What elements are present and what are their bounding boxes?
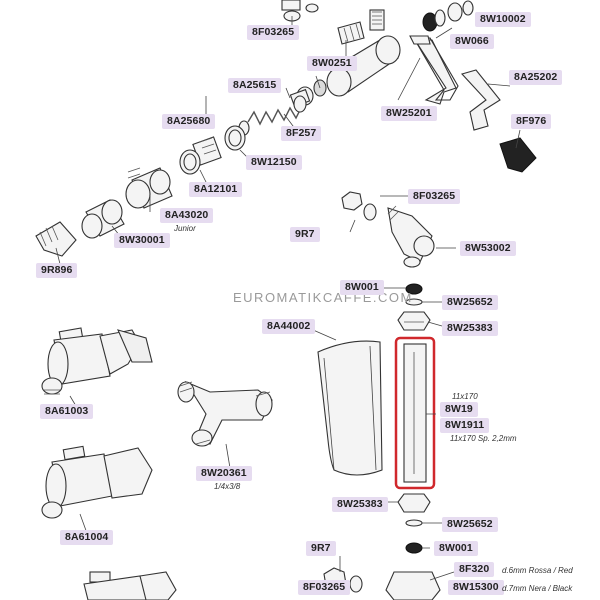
part-label-8F257: 8F257 bbox=[281, 126, 322, 141]
valve-8A61003 bbox=[41, 327, 153, 395]
part-label-8A61004: 8A61004 bbox=[60, 530, 114, 545]
part-label-8F03265-mid: 8F03265 bbox=[408, 189, 461, 204]
part-label-9R896: 9R896 bbox=[36, 263, 78, 278]
nut-8W25383-bottom bbox=[397, 493, 431, 513]
part-label-9R7-bottom: 9R7 bbox=[306, 541, 336, 556]
part-label-8W19: 8W19 bbox=[440, 402, 478, 417]
part-label-8W25652-top: 8W25652 bbox=[442, 295, 498, 310]
watermark: EUROMATIKCAFFE.COM bbox=[233, 290, 413, 305]
part-label-8A25202: 8A25202 bbox=[509, 70, 563, 85]
part-label-8W25383-top: 8W25383 bbox=[442, 321, 498, 336]
part-label-8F03265-bottom: 8F03265 bbox=[298, 580, 351, 595]
highlight-frame bbox=[394, 336, 436, 490]
ring-8W25652-bottom bbox=[405, 519, 423, 527]
part-label-8W0251: 8W0251 bbox=[307, 56, 357, 71]
valve-body bbox=[289, 9, 401, 108]
nut-8F03265 bbox=[341, 191, 377, 221]
note-size-sp: 11x170 Sp. 2,2mm bbox=[450, 434, 517, 443]
part-label-8W30001: 8W30001 bbox=[114, 233, 170, 248]
part-label-9R7-mid: 9R7 bbox=[290, 227, 320, 242]
part-label-8W1911: 8W1911 bbox=[440, 418, 490, 433]
part-label-8W10002: 8W10002 bbox=[475, 12, 531, 27]
part-label-8F320: 8F320 bbox=[454, 562, 495, 577]
washer-8W001-top bbox=[405, 283, 423, 295]
valve-bottom-partial bbox=[83, 571, 177, 600]
note-size-11x170: 11x170 bbox=[452, 392, 478, 401]
part-label-8A44002: 8A44002 bbox=[262, 319, 316, 334]
valve-8A61004 bbox=[41, 445, 153, 519]
rubber-grip bbox=[499, 137, 537, 173]
part-label-8A43020: 8A43020 bbox=[160, 208, 214, 223]
sight-glass-tube bbox=[403, 343, 427, 483]
fitting-8W30001 bbox=[81, 199, 125, 239]
part-label-8A12101: 8A12101 bbox=[189, 182, 243, 197]
part-label-8W53002: 8W53002 bbox=[460, 241, 516, 256]
elbow-9R896 bbox=[35, 221, 77, 257]
steam-wand-8A25202 bbox=[460, 69, 501, 131]
washer-8W001-bottom bbox=[405, 542, 423, 554]
ring-washer bbox=[224, 125, 246, 151]
valve-8W53002 bbox=[387, 205, 435, 268]
part-label-8A25680: 8A25680 bbox=[162, 114, 216, 129]
part-label-8W001-top: 8W001 bbox=[340, 280, 384, 295]
part-label-8F976: 8F976 bbox=[511, 114, 552, 129]
nut-8W25383-top bbox=[397, 311, 431, 331]
part-label-8W25652-bottom: 8W25652 bbox=[442, 517, 498, 532]
note-red: d.6mm Rossa / Red bbox=[502, 566, 573, 575]
top-washers bbox=[422, 0, 474, 32]
part-label-8A61003: 8A61003 bbox=[40, 404, 94, 419]
note-black: d.7mm Nera / Black bbox=[502, 584, 573, 593]
part-label-8A25615: 8A25615 bbox=[228, 78, 282, 93]
tee-8W20361 bbox=[177, 380, 273, 447]
glass-cover bbox=[317, 340, 383, 476]
part-label-8W20361: 8W20361 bbox=[196, 466, 252, 481]
part-label-8W25383-bottom: 8W25383 bbox=[332, 497, 388, 512]
fitting-8A25680 bbox=[179, 136, 222, 175]
note-thread: 1/4x3/8 bbox=[214, 482, 241, 491]
part-label-8F03265-top: 8F03265 bbox=[247, 25, 300, 40]
steam-wand bbox=[409, 35, 459, 105]
part-label-8W15300: 8W15300 bbox=[448, 580, 504, 595]
part-label-8W25201: 8W25201 bbox=[381, 106, 437, 121]
part-label-8W001-bottom: 8W001 bbox=[434, 541, 478, 556]
top-nut-fitting bbox=[281, 0, 319, 22]
body-8A43020 bbox=[125, 167, 173, 209]
note-junior: Junior bbox=[174, 224, 196, 233]
part-label-8W066: 8W066 bbox=[450, 34, 494, 49]
part-label-8W12150: 8W12150 bbox=[246, 155, 302, 170]
